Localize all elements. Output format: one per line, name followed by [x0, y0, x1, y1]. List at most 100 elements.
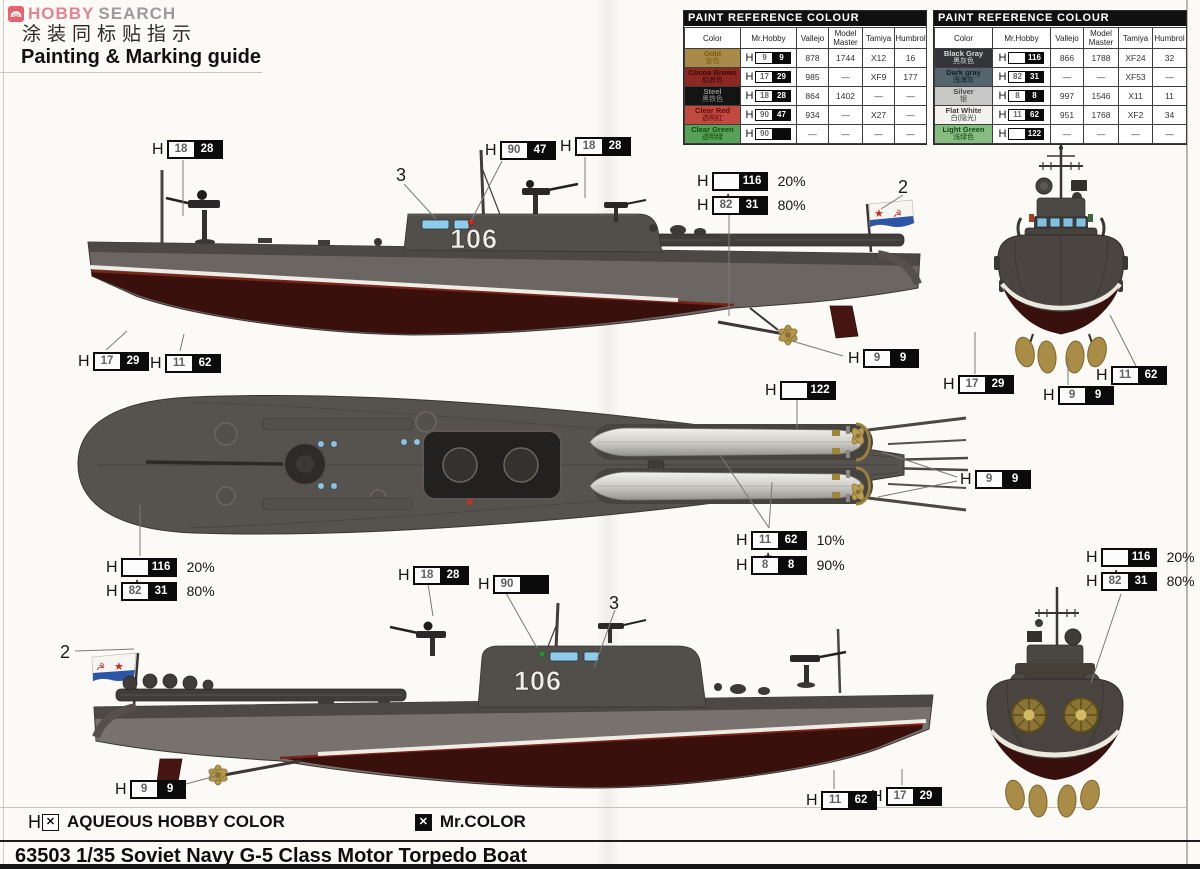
logo-word-search: SEARCH — [98, 4, 177, 23]
marker-2: 2 — [898, 177, 909, 197]
table-title: PAINT REFERENCE COLOUR — [934, 11, 1186, 26]
boat-bow-view-svg — [994, 144, 1128, 374]
marker-3: 3 — [609, 593, 620, 613]
hull-bottom-red — [992, 734, 1118, 780]
hull-bottom-red — [91, 271, 734, 334]
table-header-row: Color Mr.Hobby Vallejo Model Master Tami… — [684, 27, 927, 49]
deckhouse: 106 — [477, 645, 707, 708]
boat-side-view-top: ★ ☭ — [78, 138, 938, 350]
waterline-stripe — [1000, 282, 1122, 311]
mast-machine-gun — [598, 619, 647, 643]
hull-bottom-red — [1003, 287, 1119, 334]
kit-title: 63503 1/35 Soviet Navy G-5 Class Motor T… — [15, 845, 528, 867]
midship-machine-gun — [522, 180, 579, 214]
legend-h-prefix: H — [28, 812, 41, 832]
hull-number: 106 — [514, 666, 562, 696]
boat-side-view-top-svg: ★ ☭ — [87, 149, 922, 346]
boat-bow-view — [985, 140, 1135, 385]
subtitle-chinese: 涂装同标贴指示 — [22, 24, 198, 45]
page-right-edge — [1186, 0, 1188, 869]
waterline-stripe — [317, 719, 927, 756]
torpedo-tube-ends — [1011, 697, 1099, 733]
table-header-row: Color Mr.Hobby Vallejo Model Master Tami… — [934, 27, 1187, 49]
svg-text:★: ★ — [874, 208, 884, 220]
hobby-search-logo-icon — [8, 5, 24, 22]
propellers — [1015, 333, 1107, 374]
hull-bottom-red — [280, 724, 923, 787]
torpedo-port — [589, 470, 863, 502]
propeller — [208, 764, 228, 786]
paint-reference-table-2: PAINT REFERENCE COLOUR Color Mr.Hobby Va… — [933, 10, 1187, 145]
clear-red-light — [467, 218, 475, 226]
page-bottom-edge — [0, 864, 1200, 869]
propeller — [778, 324, 798, 346]
col-modelmaster: Model Master — [828, 27, 863, 49]
col-mrhobby: Mr.Hobby — [740, 27, 797, 49]
rudder — [829, 305, 859, 339]
boat-side-view-bottom-svg: ☭ ★ — [91, 602, 934, 794]
checkbox-white-icon: ✕ — [42, 813, 59, 831]
deck-fittings — [258, 224, 736, 246]
footer-divider — [0, 840, 1200, 842]
aft-machine-gun — [790, 650, 847, 688]
propellers — [851, 427, 865, 501]
aft-machine-gun — [604, 199, 647, 222]
cockpit — [422, 430, 562, 505]
paint-reference-table-1: PAINT REFERENCE COLOUR Color Mr.Hobby Va… — [683, 10, 927, 145]
legend-aqueous-label: AQUEOUS HOBBY COLOR — [67, 812, 285, 831]
col-color: Color — [684, 27, 741, 49]
marker-2: 2 — [60, 642, 71, 662]
checkbox-black-icon: ✕ — [414, 813, 432, 831]
svg-text:★: ★ — [114, 661, 124, 673]
boat-stern-view — [975, 583, 1135, 818]
footer-rule — [0, 807, 1186, 808]
hobby-search-logo: HOBBY SEARCH — [8, 5, 176, 22]
porthole-dots — [317, 438, 421, 490]
svg-text:☭: ☭ — [893, 209, 902, 220]
deck-floats — [122, 673, 214, 691]
cabin-machine-gun — [389, 621, 446, 656]
waterline-stripe — [989, 729, 1121, 758]
clear-green-light — [538, 650, 546, 658]
col-humbrol: Humbrol — [894, 27, 927, 49]
naval-ensign-flag: ★ ☭ — [868, 199, 915, 228]
